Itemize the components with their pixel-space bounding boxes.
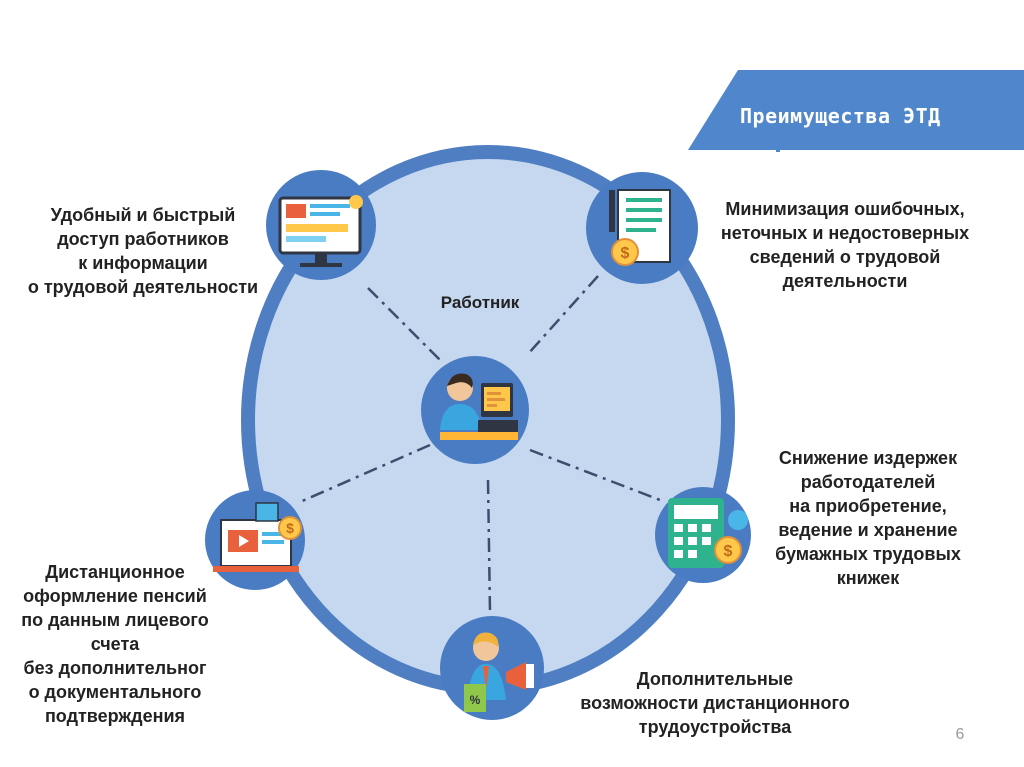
caption-costs-line: ведение и хранение [778, 520, 958, 540]
caption-errors-line: деятельности [782, 271, 908, 291]
caption-costs-line: бумажных трудовых [775, 544, 961, 564]
caption-errors-line: Минимизация ошибочных, [725, 199, 965, 219]
slide-title: Преимущества ЭТД [740, 104, 941, 128]
caption-access-line: Удобный и быстрый [50, 205, 236, 225]
caption-pension-line: Дистанционное [45, 562, 185, 582]
caption-errors-line: неточных и недостоверных [720, 223, 970, 243]
caption-pension-line: о документального [28, 682, 202, 702]
svg-text:$: $ [286, 520, 294, 536]
connectors [299, 275, 661, 613]
document-with-coin-icon: $ [586, 172, 698, 284]
caption-pension-line: по данным лицевого [21, 610, 209, 630]
svg-text:$: $ [724, 543, 733, 560]
caption-costs-line: на приобретение, [789, 496, 947, 516]
svg-text:%: % [470, 693, 481, 707]
caption-access-line: доступ работников [57, 229, 229, 249]
caption-access-line: о трудовой деятельности [27, 277, 259, 297]
caption-pension: Дистанционное оформление пенсий по данны… [2, 560, 228, 728]
caption-costs-line: работодателей [800, 472, 936, 492]
page-number: 6 [955, 726, 965, 743]
caption-remote-hire-line: Дополнительные [636, 669, 794, 689]
businessman-megaphone-icon: % [440, 616, 544, 720]
caption-remote-hire-line: трудоустройства [638, 717, 792, 737]
computer-monitor-info-icon [266, 170, 376, 280]
caption-costs-line: Снижение издержек [778, 448, 958, 468]
caption-pension-line: подтверждения [44, 706, 186, 726]
caption-costs: Снижение издержек работодателей на приоб… [748, 446, 988, 590]
caption-pension-line: без дополнительног [23, 658, 207, 678]
caption-access: Удобный и быстрый доступ работников к ин… [8, 203, 278, 299]
caption-errors-line: сведений о трудовой [749, 247, 941, 267]
calculator-with-coin-icon: $ [655, 487, 751, 583]
caption-remote-hire-line: возможности дистанционного [580, 693, 850, 713]
laptop-video-coin-icon: $ [205, 490, 305, 590]
caption-pension-line: оформление пенсий [23, 586, 207, 606]
center-label: Работник [440, 293, 520, 312]
caption-errors: Минимизация ошибочных, неточных и недост… [700, 197, 990, 293]
caption-remote-hire: Дополнительные возможности дистанционног… [560, 667, 870, 739]
svg-text:$: $ [621, 245, 630, 262]
caption-pension-line: счета [90, 634, 140, 654]
caption-access-line: к информации [78, 253, 208, 273]
worker-icon [421, 356, 529, 464]
caption-costs-line: книжек [836, 568, 900, 588]
